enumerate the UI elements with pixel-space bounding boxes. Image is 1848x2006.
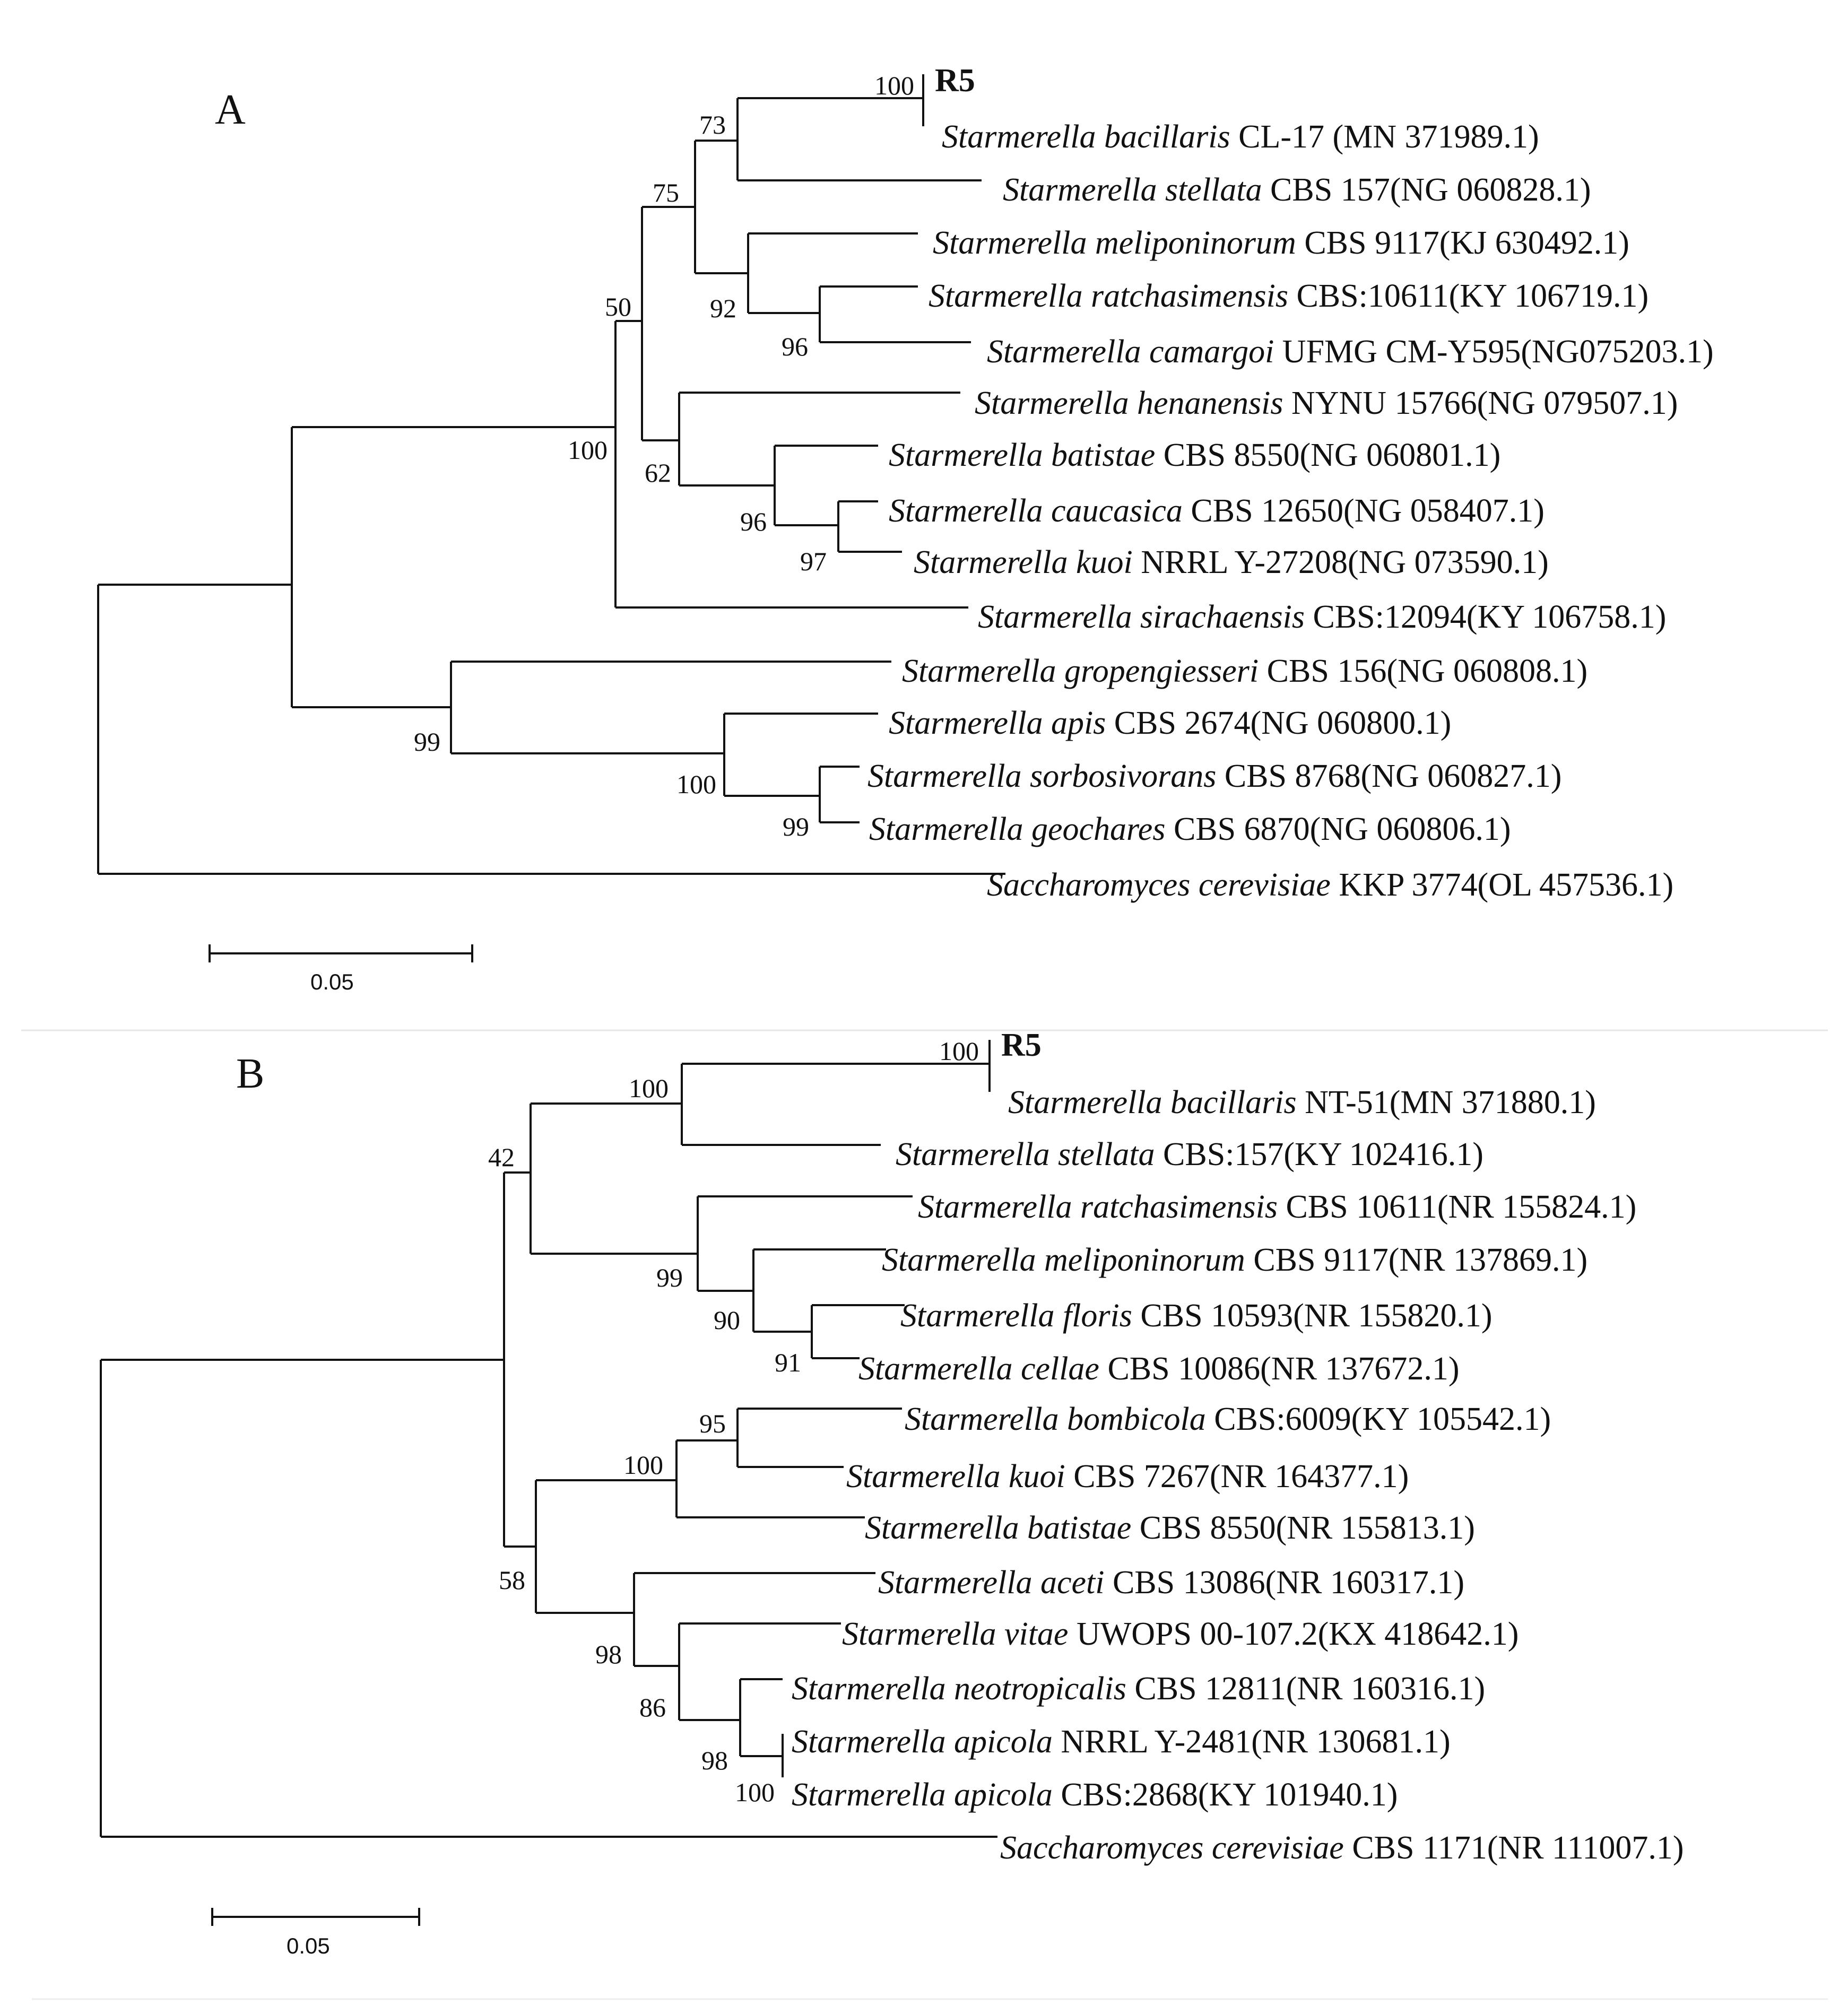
bootstrap-value: 100 bbox=[623, 1450, 663, 1480]
tree-a-leaves: R5 Starmerella bacillaris CL-17 (MN 3719… bbox=[867, 63, 1714, 903]
bootstrap-value: 91 bbox=[775, 1348, 801, 1377]
bootstrap-value: 98 bbox=[701, 1746, 728, 1775]
bootstrap-value: 99 bbox=[656, 1263, 683, 1292]
leaf-label: Starmerella sirachaensis CBS:12094(KY 10… bbox=[978, 599, 1666, 635]
tree-a-branches bbox=[97, 74, 1005, 875]
leaf-label: Starmerella apicola NRRL Y-2481(NR 13068… bbox=[792, 1724, 1451, 1760]
bootstrap-value: 100 bbox=[629, 1073, 669, 1103]
scale-bar-b: 0.05 bbox=[211, 1908, 420, 1958]
bootstrap-value: 100 bbox=[676, 769, 716, 799]
leaf-label: R5 bbox=[1001, 1032, 1042, 1063]
leaf-label: Starmerella floris CBS 10593(NR 155820.1… bbox=[900, 1298, 1493, 1334]
bootstrap-value: 100 bbox=[735, 1777, 775, 1807]
scale-bar-a: 0.05 bbox=[209, 944, 473, 994]
tree-b-branches bbox=[100, 1040, 997, 1838]
panel-letter-b: B bbox=[236, 1050, 264, 1097]
tree-b-leaves: R5 Starmerella bacillaris NT-51(MN 37188… bbox=[792, 1032, 1684, 1866]
bootstrap-value: 42 bbox=[488, 1142, 515, 1172]
bootstrap-value: 96 bbox=[782, 332, 808, 361]
panel-b: B bbox=[0, 1032, 1848, 2006]
leaf-label: Starmerella cellae CBS 10086(NR 137672.1… bbox=[858, 1351, 1460, 1387]
leaf-label: Starmerella ratchasimensis CBS 10611(NR … bbox=[918, 1189, 1636, 1225]
bootstrap-value: 95 bbox=[699, 1409, 726, 1438]
scale-bar-label: 0.05 bbox=[310, 969, 354, 994]
leaf-label: Starmerella gropengiesseri CBS 156(NG 06… bbox=[902, 653, 1587, 689]
leaf-label: Starmerella vitae UWOPS 00-107.2(KX 4186… bbox=[842, 1616, 1519, 1652]
bootstrap-value: 86 bbox=[639, 1692, 666, 1722]
leaf-label: Starmerella kuoi NRRL Y-27208(NG 073590.… bbox=[914, 544, 1549, 580]
leaf-label: Starmerella geochares CBS 6870(NG 060806… bbox=[869, 811, 1511, 847]
panel-letter-a: A bbox=[215, 86, 246, 133]
bootstrap-value: 73 bbox=[699, 110, 726, 140]
bootstrap-value: 96 bbox=[740, 507, 767, 536]
leaf-label: Starmerella sorbosivorans CBS 8768(NG 06… bbox=[867, 758, 1561, 794]
bootstrap-value: 58 bbox=[499, 1565, 525, 1595]
bootstrap-value: 100 bbox=[939, 1036, 979, 1066]
bootstrap-value: 98 bbox=[595, 1639, 622, 1669]
bootstrap-value: 100 bbox=[874, 71, 914, 100]
bootstrap-value: 99 bbox=[783, 812, 809, 841]
leaf-label: Starmerella neotropicalis CBS 12811(NR 1… bbox=[792, 1671, 1485, 1707]
leaf-label: Starmerella batistae CBS 8550(NR 155813.… bbox=[865, 1510, 1475, 1546]
bootstrap-value: 92 bbox=[710, 293, 736, 323]
tree-a-svg: A bbox=[21, 63, 1828, 1031]
bootstrap-value: 97 bbox=[800, 546, 827, 576]
tree-b-svg: B bbox=[32, 1032, 1828, 2000]
leaf-label: Starmerella ratchasimensis CBS:10611(KY … bbox=[929, 278, 1649, 314]
bootstrap-value: 90 bbox=[714, 1305, 740, 1335]
leaf-label: Saccharomyces cerevisiae CBS 1171(NR 111… bbox=[1000, 1830, 1684, 1866]
leaf-label: Starmerella kuoi CBS 7267(NR 164377.1) bbox=[846, 1458, 1409, 1495]
leaf-label: Starmerella apis CBS 2674(NG 060800.1) bbox=[889, 705, 1451, 741]
leaf-label: Starmerella caucasica CBS 12650(NG 05840… bbox=[889, 493, 1545, 529]
bootstrap-value: 75 bbox=[653, 178, 679, 207]
tree-b-bootstraps: 100 100 42 99 90 91 95 100 58 98 86 98 1… bbox=[488, 1036, 979, 1807]
leaf-label: Starmerella aceti CBS 13086(NR 160317.1) bbox=[878, 1565, 1464, 1601]
bootstrap-value: 99 bbox=[414, 727, 440, 757]
leaf-label: Starmerella bacillaris CL-17 (MN 371989.… bbox=[942, 119, 1539, 155]
bootstrap-value: 62 bbox=[645, 458, 671, 488]
leaf-label: Starmerella bombicola CBS:6009(KY 105542… bbox=[905, 1401, 1551, 1437]
bootstrap-value: 50 bbox=[605, 292, 631, 322]
leaf-label: Starmerella apicola CBS:2868(KY 101940.1… bbox=[792, 1777, 1398, 1813]
bootstrap-value: 100 bbox=[568, 435, 608, 465]
tree-a-bootstraps: 100 73 75 92 96 50 100 62 96 97 99 100 9… bbox=[414, 71, 914, 841]
leaf-label: R5 bbox=[935, 63, 975, 99]
leaf-label: Starmerella meliponinorum CBS 9117(KJ 63… bbox=[933, 225, 1629, 261]
scale-bar-label: 0.05 bbox=[287, 1933, 330, 1958]
leaf-label: Starmerella meliponinorum CBS 9117(NR 13… bbox=[882, 1242, 1587, 1278]
leaf-label: Starmerella batistae CBS 8550(NG 060801.… bbox=[889, 437, 1500, 473]
leaf-label: Starmerella camargoi UFMG CM-Y595(NG0752… bbox=[987, 334, 1714, 370]
leaf-label: Starmerella henanensis NYNU 15766(NG 079… bbox=[975, 385, 1678, 421]
leaf-label: Starmerella stellata CBS 157(NG 060828.1… bbox=[1003, 172, 1591, 208]
leaf-label: Starmerella bacillaris NT-51(MN 371880.1… bbox=[1008, 1084, 1596, 1121]
leaf-label: Starmerella stellata CBS:157(KY 102416.1… bbox=[896, 1136, 1483, 1173]
panel-a: A bbox=[21, 63, 1828, 1031]
leaf-label: Saccharomyces cerevisiae KKP 3774(OL 457… bbox=[987, 867, 1673, 903]
